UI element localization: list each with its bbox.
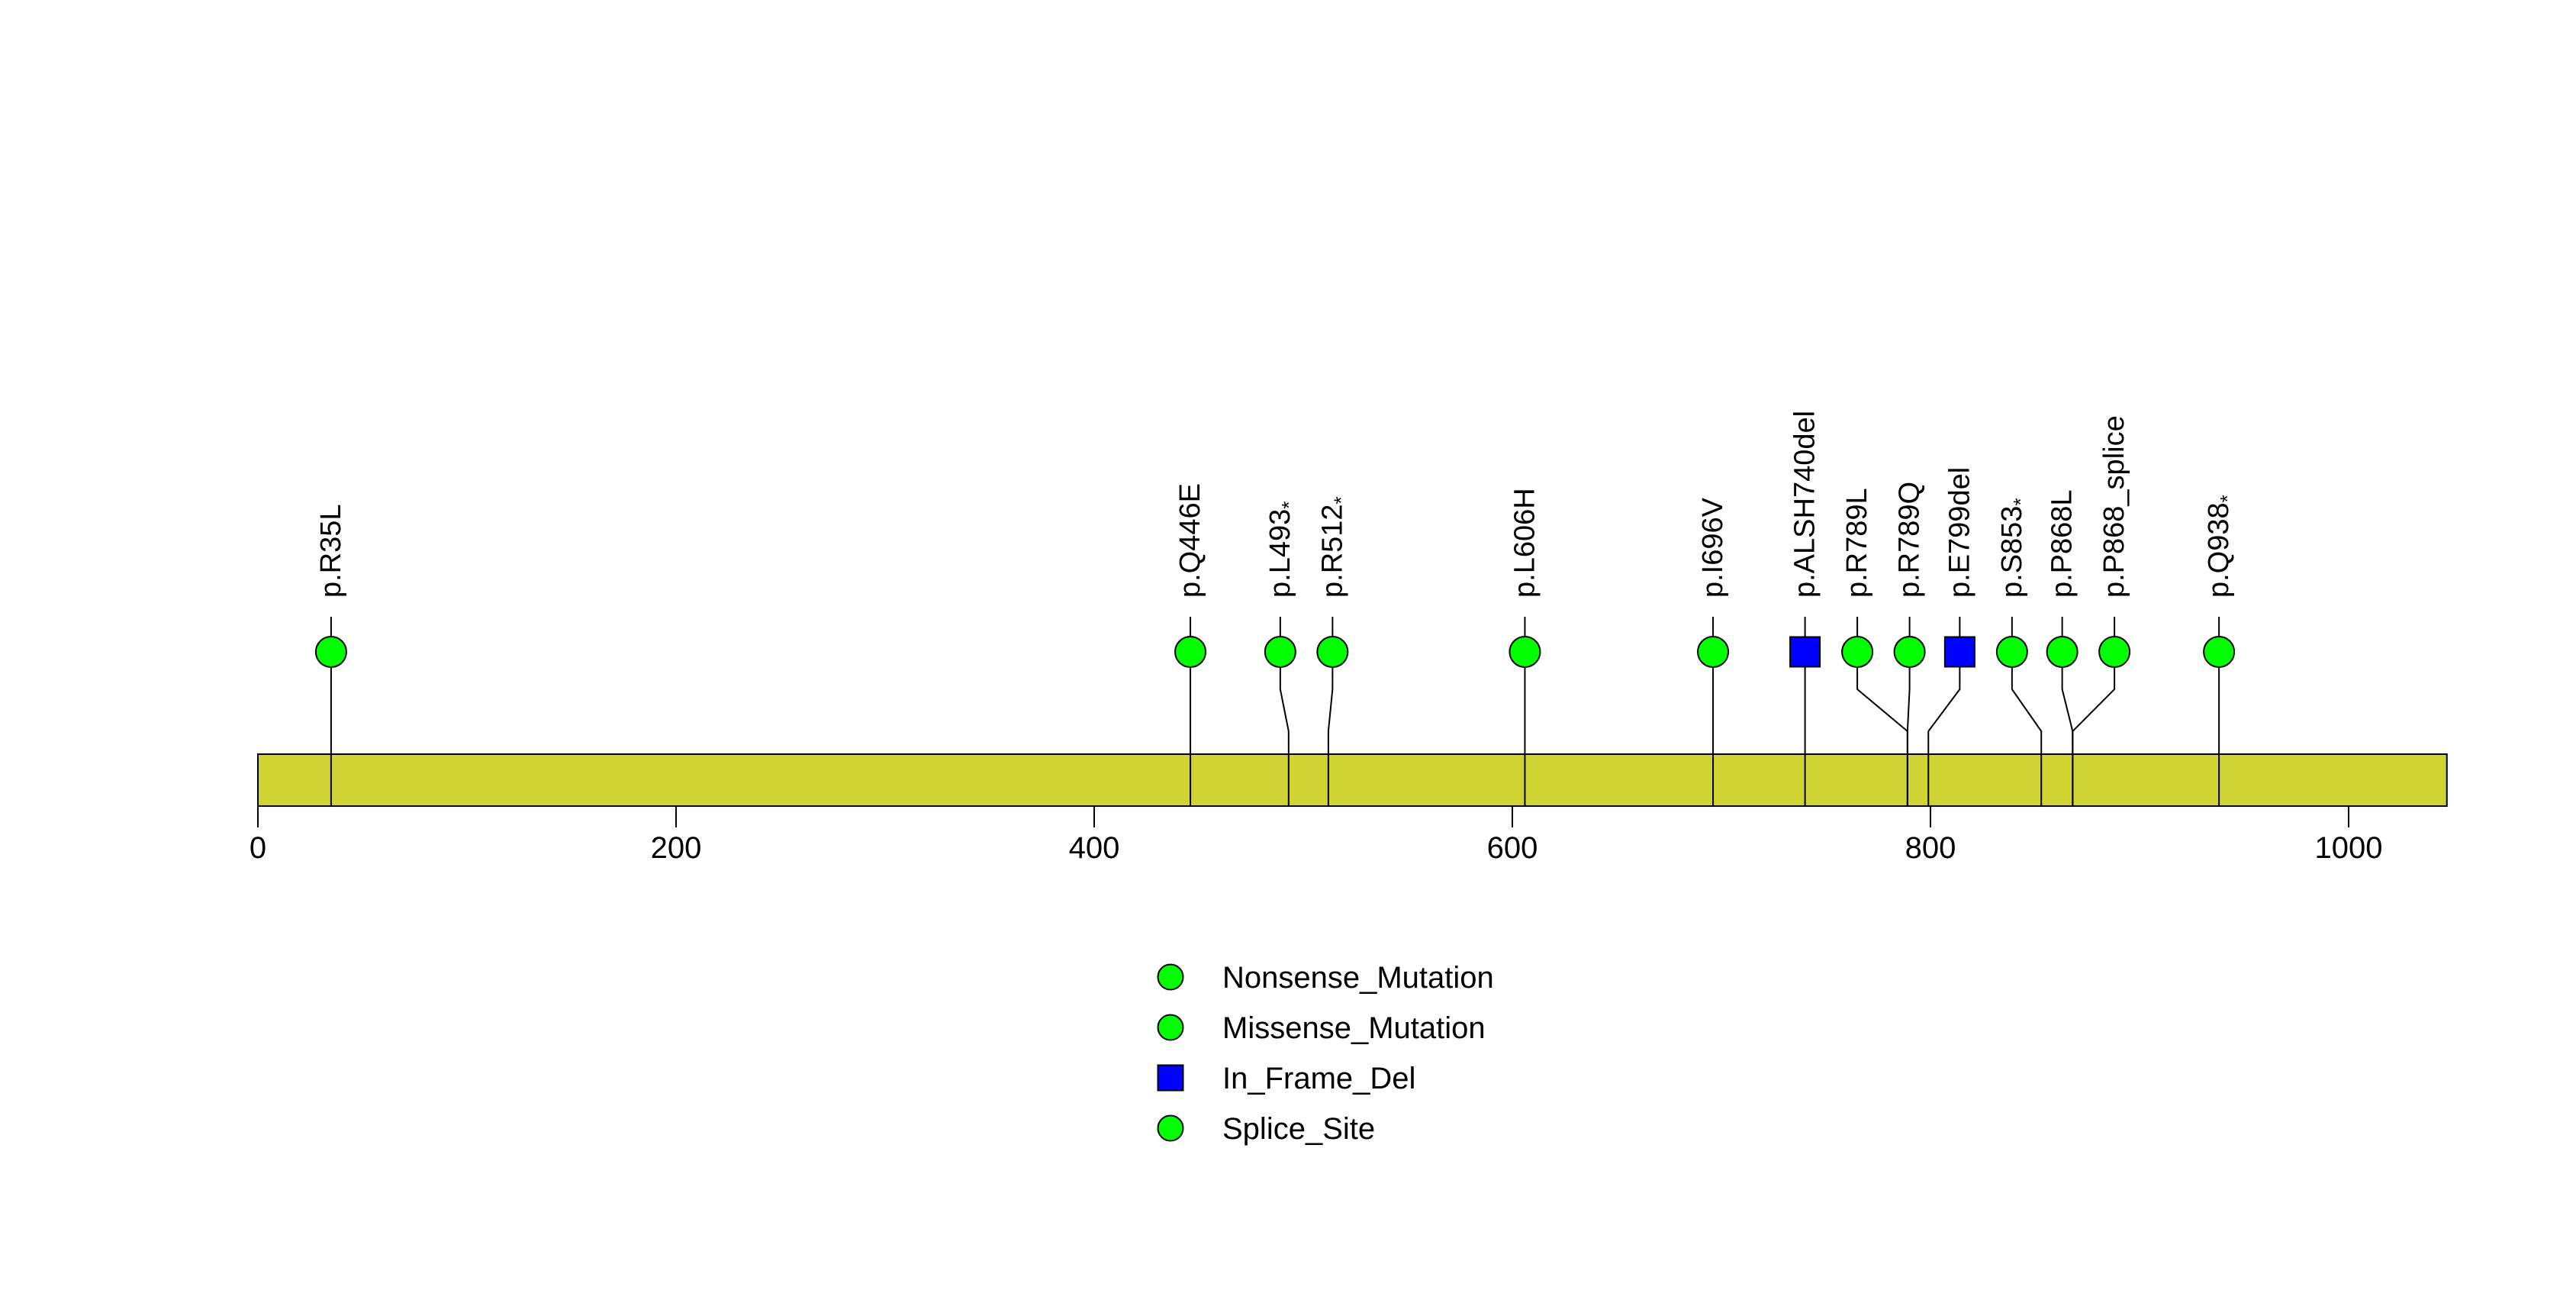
mutation-label: p.R512* (1316, 496, 1352, 598)
legend-label: Missense_Mutation (1222, 1011, 1486, 1045)
mutation-labels-group: p.R35L p.Q446E p.L493* p.R512* p.L606H p.I696… (315, 411, 2239, 598)
mutation-marker-circle (1995, 636, 2028, 668)
legend-marker-circle (1157, 963, 1184, 991)
mutation-marker-circle (1174, 636, 1207, 668)
mutation-label: p.I696V (1697, 497, 1729, 598)
axis-tick-label: 1000 (2315, 831, 2383, 865)
axis-tick-label: 200 (651, 831, 702, 865)
mutation-marker-circle (1264, 636, 1296, 668)
mutation-label: p.L606H (1509, 488, 1541, 598)
mutation-marker-circle (2098, 636, 2131, 668)
legend-label: In_Frame_Del (1222, 1062, 1415, 1095)
mutation-marker-circle (1697, 636, 1730, 668)
mutation-label: p.R789Q (1894, 482, 1926, 598)
legend-marker-circle (1157, 1014, 1184, 1041)
mutation-marker-square (1789, 636, 1821, 668)
legend-item: Splice_Site (1157, 1112, 1375, 1146)
mutation-marker-circle (1316, 636, 1349, 668)
mutation-label: p.R789L (1841, 488, 1873, 598)
mutation-marker-circle (314, 636, 347, 668)
mutation-label: p.P868_splice (2098, 415, 2130, 598)
protein-bar (257, 753, 2448, 807)
mutation-label: p.S853* (1996, 498, 2032, 598)
mutation-label: p.ALSH740del (1789, 411, 1821, 598)
axis-tick-label: 0 (250, 831, 266, 865)
legend-marker-circle (1157, 1114, 1184, 1142)
mutation-marker-circle (1841, 636, 1874, 668)
mutation-marker-circle (2046, 636, 2079, 668)
mutation-label: p.Q938* (2203, 495, 2239, 598)
axis-tick-label: 800 (1905, 831, 1956, 865)
protein-bar-group (257, 753, 2448, 807)
mutation-label: p.L493* (1264, 501, 1300, 598)
legend-group: Nonsense_MutationMissense_MutationIn_Fra… (1157, 961, 1494, 1146)
mutation-label: p.R35L (315, 504, 347, 598)
axis-tick-label: 600 (1487, 831, 1538, 865)
legend-marker-square (1157, 1064, 1184, 1092)
mutation-marker-circle (2203, 636, 2236, 668)
axis-group: 0 200 400 600 800 1000 (250, 806, 2383, 865)
mutation-marker-square (1943, 636, 1975, 668)
mutation-label: p.Q446E (1174, 483, 1206, 598)
legend-label: Nonsense_Mutation (1222, 961, 1494, 995)
legend-item: In_Frame_Del (1157, 1062, 1415, 1095)
legend-item: Nonsense_Mutation (1157, 961, 1494, 995)
mutation-marker-circle (1509, 636, 1541, 668)
legend-label: Splice_Site (1222, 1112, 1375, 1146)
mutation-label: p.P868L (2046, 489, 2079, 598)
mutation-markers-group (314, 636, 2236, 668)
mutation-label: p.E799del (1943, 467, 1975, 598)
legend-item: Missense_Mutation (1157, 1011, 1486, 1045)
axis-tick-label: 400 (1069, 831, 1120, 865)
mutation-marker-circle (1893, 636, 1926, 668)
